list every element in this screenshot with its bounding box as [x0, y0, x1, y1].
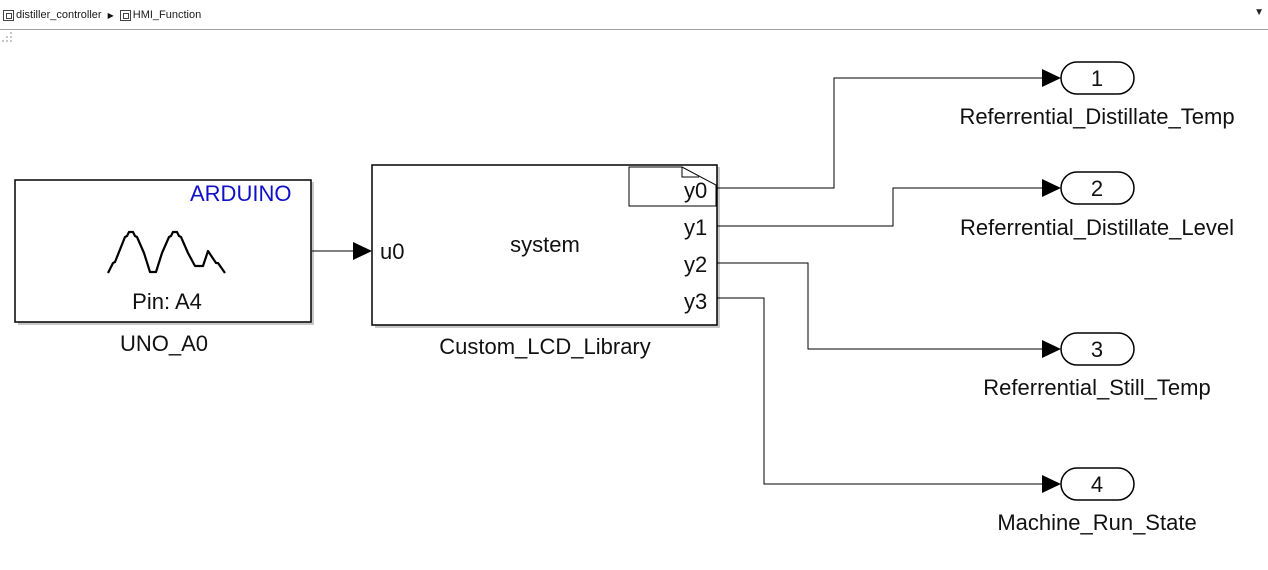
outport-3-block[interactable]	[1060, 332, 1135, 366]
subsystem-icon	[119, 9, 131, 21]
analog-signal-icon	[107, 230, 226, 274]
arduino-block-name[interactable]: UNO_A0	[119, 331, 209, 356]
lcd-output-port-y0: y0	[684, 178, 708, 203]
resize-grip-icon[interactable]	[0, 30, 14, 44]
lcd-output-port-y2: y2	[684, 252, 708, 277]
lcd-output-port-y1: y1	[684, 215, 708, 240]
outport-2-name[interactable]: Referrential_Distillate_Level	[960, 215, 1234, 240]
outport-4-number: 4	[1090, 472, 1104, 497]
outport-2-number: 2	[1090, 176, 1104, 201]
diagram-graphics	[14, 61, 1135, 501]
lcd-input-port-label: u0	[380, 239, 405, 264]
arduino-pin-label: Pin: A4	[132, 289, 202, 314]
outport-3-number: 3	[1090, 337, 1104, 362]
address-bar: distiller_controller ▶ HMI_Function ▼	[0, 0, 1268, 30]
arduino-input-block[interactable]	[14, 179, 312, 323]
outport-3-name[interactable]: Referrential_Still_Temp	[983, 375, 1211, 400]
lcd-output-port-y3: y3	[684, 289, 708, 314]
outport-2-block[interactable]	[1060, 171, 1135, 205]
outport-4-block[interactable]	[1060, 467, 1135, 501]
breadcrumb-item-subsystem[interactable]: HMI_Function	[119, 9, 202, 21]
lcd-block-center-label: system	[510, 232, 580, 257]
breadcrumb-separator-icon: ▶	[107, 10, 114, 20]
outport-1-number: 1	[1090, 66, 1104, 91]
chevron-down-icon[interactable]: ▼	[1254, 7, 1264, 18]
outport-4-name[interactable]: Machine_Run_State	[997, 510, 1197, 535]
library-link-icon	[628, 166, 717, 207]
breadcrumb-label: HMI_Function	[132, 9, 202, 21]
model-icon	[3, 9, 14, 21]
outport-1-name[interactable]: Referrential_Distillate_Temp	[959, 104, 1235, 129]
arduino-brand-label: ARDUINO	[190, 181, 292, 206]
diagram-canvas[interactable]: ARDUINO Pin: A4 UNO_A0 u0 system y0 y1 y…	[0, 30, 1268, 570]
breadcrumb-item-model[interactable]: distiller_controller	[3, 9, 102, 21]
breadcrumb-label: distiller_controller	[16, 9, 102, 21]
outport-1-block[interactable]	[1060, 61, 1135, 95]
lcd-block-name[interactable]: Custom_LCD_Library	[439, 334, 651, 359]
